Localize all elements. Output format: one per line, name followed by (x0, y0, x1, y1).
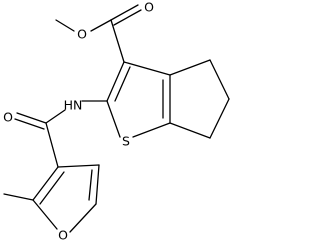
bond-furan-c5-c4-a (95, 164, 100, 205)
bond-furan-c2-o (32, 199, 58, 230)
bond-nh-amide-carbon (45, 109, 66, 124)
atom-labels: O O HN S O O (3, 0, 154, 243)
atom-o-furan: O (58, 228, 68, 243)
bond-furan-c5-c4-b (88, 169, 93, 201)
atom-o-ester-methoxy: O (77, 27, 87, 42)
bond-c5-c6 (209, 98, 230, 139)
molecule-structure-diagram: O O HN S O O (3, 0, 230, 243)
bond-amide-carbonyl-a (16, 112, 47, 124)
bond-methyl-o (55, 19, 75, 32)
bond-furan-methyl (3, 193, 34, 201)
bond-c3a-c3 (123, 61, 171, 76)
bond-c6-c7a (169, 122, 211, 139)
bond-carbonyl-c3 (110, 19, 125, 63)
bond-furan-c3-c2-a (32, 166, 59, 201)
bond-c3-c2-a (106, 61, 125, 102)
bond-amide-carbonyl-b (14, 118, 45, 130)
atom-nh: HN (64, 98, 83, 113)
bond-furan-c4-c3 (57, 164, 100, 168)
bond-c4-c5 (209, 59, 230, 100)
bond-amide-furan (45, 122, 59, 168)
atom-o-amide: O (3, 110, 13, 125)
bond-c3-c2-b (114, 66, 131, 102)
bond-s-c7a (132, 122, 171, 138)
bond-lines (3, 4, 230, 233)
bond-o-ester-carbon (90, 19, 112, 32)
bond-ester-carbonyl-b (113, 9, 142, 26)
atom-o-carbonyl-ester: O (144, 0, 154, 15)
bond-furan-o-c5 (69, 203, 97, 233)
atom-s-thiophene: S (122, 134, 130, 149)
bond-c3a-c4 (169, 59, 211, 76)
bond-furan-c3-c2-b (39, 171, 65, 205)
bond-c2-s (106, 100, 121, 138)
molecule-svg: O O HN S O O (3, 0, 230, 243)
bond-ester-carbonyl-a (110, 4, 139, 21)
